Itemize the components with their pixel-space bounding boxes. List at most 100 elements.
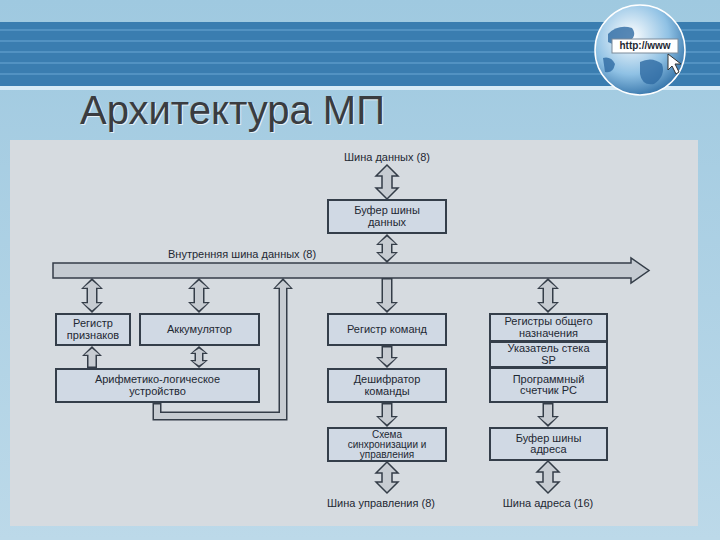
box-text: Арифметико-логическое устройство xyxy=(83,374,233,397)
bus-connector xyxy=(157,278,293,416)
bus-connector xyxy=(537,278,559,313)
slide-title: Архитектура МП xyxy=(80,90,385,130)
arrow-head-fill xyxy=(378,253,395,260)
arrow-head-outline xyxy=(190,346,208,354)
bus-connector xyxy=(376,346,398,368)
control-box: Схема синхронизации и управления xyxy=(327,427,447,462)
diagram-panel xyxy=(10,140,698,526)
connector-outline xyxy=(382,403,393,416)
bus-name: Шина адреса (16) xyxy=(468,497,628,509)
connector-fill xyxy=(383,280,391,305)
arrow-head-outline xyxy=(273,278,293,289)
connector-fill xyxy=(88,287,96,304)
bus-name: Шина данных (8) xyxy=(287,151,487,163)
bus-connector xyxy=(188,278,210,313)
arrow-head-outline xyxy=(82,346,102,356)
bus-connector xyxy=(376,403,398,427)
globe-continent xyxy=(640,59,663,84)
register-box: Регистр команд xyxy=(327,313,447,346)
bus-arrow xyxy=(376,165,398,199)
box-text: Буфер шины данных xyxy=(347,205,427,228)
arrow-head-outline xyxy=(537,302,559,313)
alu-box: Арифметико-логическое устройство xyxy=(55,368,260,403)
bus-arrow xyxy=(537,461,559,493)
arrow-head-outline xyxy=(376,252,398,263)
globe-icon xyxy=(595,5,685,95)
bus-band-body xyxy=(53,263,631,278)
box-text: Регистр признаков xyxy=(58,318,128,341)
register-box: Программный счетчик PC xyxy=(489,367,608,403)
bus-band-outline xyxy=(53,258,649,283)
connector-fill xyxy=(195,287,203,304)
connector-fill xyxy=(544,405,552,419)
globe-continent xyxy=(603,58,615,73)
bus-connector xyxy=(376,234,398,263)
arrow-head-outline xyxy=(376,234,398,245)
register-box: Аккумулятор xyxy=(139,313,260,346)
box-text: Регистры общего назначения xyxy=(496,316,601,339)
connector-outline xyxy=(543,403,554,416)
arrow-head-outline xyxy=(537,278,559,289)
connector-fill xyxy=(89,354,96,367)
arrow-head-outline xyxy=(81,278,103,289)
arrow-head-outline xyxy=(190,360,208,368)
connector-fill xyxy=(544,287,552,304)
arrow-head-fill xyxy=(378,236,395,243)
connector-fill xyxy=(196,352,202,362)
arrow-head-fill xyxy=(83,303,100,310)
bus-band-shape xyxy=(53,246,649,286)
box-text: Схема синхронизации и управления xyxy=(342,430,432,460)
arrow-head-outline xyxy=(376,416,398,427)
connector-outline xyxy=(157,289,283,416)
connector-outline xyxy=(382,278,393,302)
bus-connector xyxy=(190,346,208,368)
cursor-icon xyxy=(668,54,681,74)
connector-outline xyxy=(195,354,204,360)
bus-connector xyxy=(376,278,398,313)
arrow-head-outline xyxy=(188,278,210,289)
arrow-head-fill xyxy=(539,417,556,424)
connector-outline xyxy=(87,289,98,302)
arrow-head-outline xyxy=(537,416,559,427)
bus-name: Шина управления (8) xyxy=(281,497,481,509)
decoder-box: Дешифратор команды xyxy=(327,368,447,403)
register-box: Регистр признаков xyxy=(55,313,131,346)
box-text: Дешифратор команды xyxy=(347,374,427,397)
bus-connector xyxy=(81,278,103,313)
arrow-head-fill xyxy=(83,280,100,287)
arrow-head-outline xyxy=(188,302,210,313)
register-box: Регистры общего назначения xyxy=(489,313,608,342)
url-text: http://www xyxy=(612,40,678,51)
box-text: Аккумулятор xyxy=(167,324,232,336)
arrow-head-fill xyxy=(378,417,395,424)
arrow-head-fill xyxy=(190,303,207,310)
arrow-head-fill xyxy=(539,303,556,310)
arrow-head-fill xyxy=(190,280,207,287)
arrow-head-outline xyxy=(376,302,398,313)
connector-fill xyxy=(383,243,391,254)
box-text: Указатель стека SP xyxy=(504,343,594,366)
arrow-head-fill xyxy=(275,280,290,287)
connector-outline xyxy=(194,289,205,302)
arrow-head-fill xyxy=(378,358,395,365)
bus-name: Внутренняя шина данных (8) xyxy=(168,248,316,260)
connector-fill xyxy=(383,405,391,419)
arrow-head-fill xyxy=(192,361,205,365)
connector-outline xyxy=(87,356,97,368)
box-text: Буфер шины адреса xyxy=(509,433,589,456)
buffer-box: Буфер шины данных xyxy=(327,199,447,234)
connector-outline xyxy=(382,346,393,357)
box-text: Программный счетчик PC xyxy=(509,374,589,397)
box-text: Регистр команд xyxy=(347,324,427,336)
bus-connector xyxy=(537,403,559,427)
arrow-head-fill xyxy=(378,303,395,310)
connector-fill xyxy=(157,287,283,416)
register-box: Указатель стека SP xyxy=(489,341,608,368)
url-tag xyxy=(612,39,678,53)
bus-band: Внутренняя шина данных (8) xyxy=(53,246,649,286)
connector-outline xyxy=(543,289,554,302)
